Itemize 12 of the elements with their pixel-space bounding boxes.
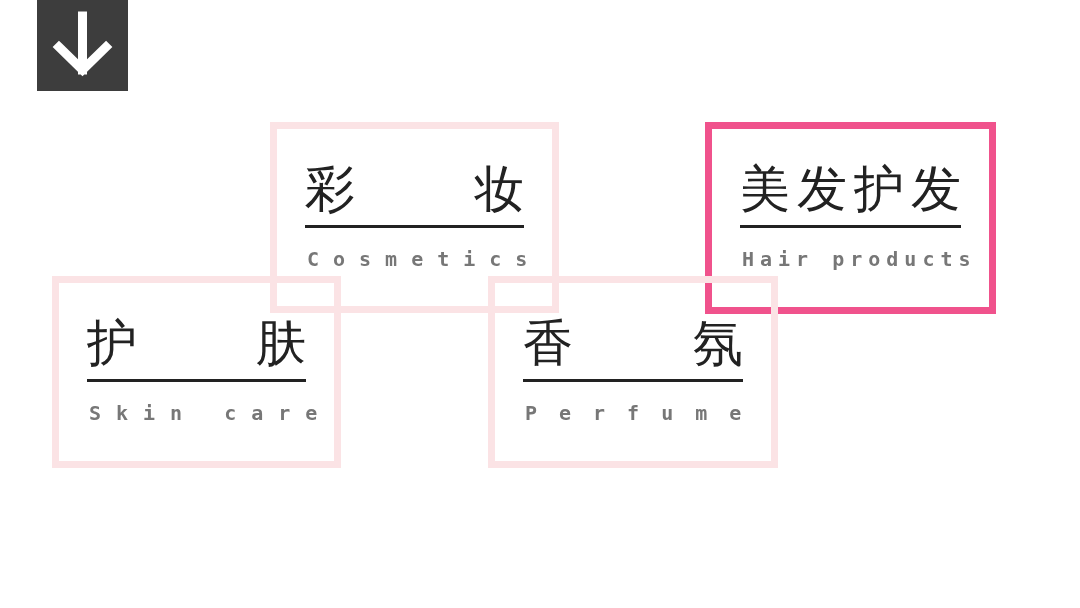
category-title: 护 肤 bbox=[87, 313, 306, 373]
category-title: 美发护发 bbox=[740, 159, 961, 219]
category-title: 彩 妆 bbox=[305, 159, 524, 219]
category-subtitle: Hair products bbox=[742, 247, 977, 271]
category-card bbox=[270, 122, 559, 313]
category-subtitle: Cosmetics bbox=[307, 247, 542, 271]
category-title: 香 氛 bbox=[523, 313, 743, 373]
category-card bbox=[52, 276, 341, 468]
category-subtitle: Perfume bbox=[525, 401, 764, 425]
category-subtitle: Skin care bbox=[89, 401, 333, 425]
category-card bbox=[488, 276, 778, 468]
category-card bbox=[705, 122, 996, 314]
